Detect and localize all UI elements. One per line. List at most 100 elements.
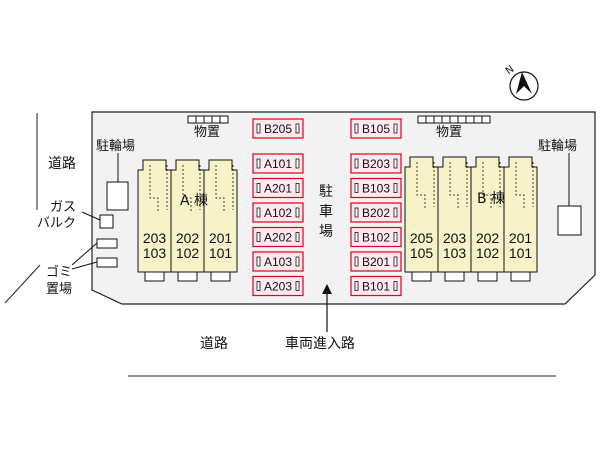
storage-right-cell	[441, 115, 451, 124]
parking-slot: B102	[350, 226, 402, 248]
road-label-bottom: 道路	[200, 336, 228, 352]
wheel-stop	[393, 207, 398, 218]
parking-slot-box	[350, 153, 402, 174]
parking-slot: A102	[252, 202, 304, 223]
building-b-label: B 棟	[477, 191, 505, 207]
storage-left-cell	[203, 115, 213, 124]
wheel-stop	[295, 281, 300, 291]
unit-upper-number: 202	[476, 230, 500, 246]
gas-leader	[81, 211, 101, 221]
wheel-stop	[393, 123, 398, 134]
wheel-stop	[354, 123, 359, 134]
bike-left-box	[106, 181, 129, 211]
unit-balcony	[510, 271, 531, 282]
parking-slot-box	[252, 226, 304, 248]
parking-slot: B205	[252, 118, 304, 139]
storage-right-cell	[425, 115, 435, 124]
parking-slot-label: A201	[264, 182, 292, 196]
gas-label-line2: バルク	[37, 216, 76, 231]
storage-right-cell	[465, 115, 475, 124]
parking-slot: B105	[350, 118, 402, 139]
parking-slot-box	[252, 202, 304, 223]
wheel-stop	[295, 256, 300, 267]
wheel-stop	[354, 232, 359, 242]
trash-leader-1	[71, 242, 98, 266]
parking-slot-box	[350, 226, 402, 248]
trash-box-upper	[96, 238, 118, 249]
wheel-stop	[295, 183, 300, 193]
storage-right-cell	[473, 115, 483, 124]
storage-right-cell	[417, 115, 427, 124]
unit-lower-number: 105	[410, 245, 434, 261]
unit-stair-line	[215, 165, 225, 212]
unit-stair-line	[449, 162, 459, 209]
parking-slot-box	[252, 177, 304, 199]
parking-slot-box	[350, 251, 402, 272]
parking-slot-box	[350, 177, 402, 199]
storage-right-cell	[433, 115, 443, 124]
unit-lower-number: 102	[176, 245, 200, 261]
storage-left-label: 物置	[194, 125, 220, 140]
parking-slot-box	[252, 251, 304, 272]
unit-upper-number: 203	[143, 230, 167, 246]
parking-label-line3: 場	[319, 224, 333, 240]
unit-balcony	[411, 271, 432, 282]
unit-upper-number: 201	[509, 230, 533, 246]
trash-label-line2: 置場	[46, 282, 72, 297]
unit-upper-number: 202	[176, 230, 200, 246]
parking-slot: B201	[350, 251, 402, 272]
unit-stair-line	[182, 165, 192, 212]
parking-slot: A203	[252, 275, 304, 297]
wheel-stop	[295, 123, 300, 134]
unit-upper-number: 201	[209, 230, 233, 246]
parking-slot-box	[252, 275, 304, 297]
wheel-stop	[393, 183, 398, 193]
storage-left-cell	[187, 115, 197, 124]
entrance-arrow-head	[322, 284, 332, 294]
wheel-stop	[256, 256, 261, 267]
wheel-stop	[354, 281, 359, 291]
parking-slot-label: B205	[264, 122, 292, 136]
unit-stair-line	[416, 162, 426, 209]
wheel-stop	[256, 281, 261, 291]
parking-slot: B203	[350, 153, 402, 174]
wheel-stop	[295, 232, 300, 242]
compass-icon: N	[504, 64, 539, 101]
unit-upper-number: 205	[410, 230, 434, 246]
wheel-stop	[256, 183, 261, 193]
parking-slot-box	[350, 202, 402, 223]
parking-slot: A101	[252, 153, 304, 174]
parking-slot-label: B203	[362, 157, 390, 171]
trash-leader-2	[71, 261, 98, 270]
unit-stair-line	[482, 162, 492, 209]
trash-box-lower	[96, 257, 118, 268]
parking-label-line2: 車	[319, 203, 333, 220]
wheel-stop	[256, 123, 261, 134]
building-a-label: A 棟	[180, 193, 208, 209]
wheel-stop	[393, 158, 398, 169]
parking-slot-label: B103	[362, 182, 390, 196]
parking-slot-box	[252, 153, 304, 174]
parking-slot-label: B105	[362, 122, 390, 136]
wheel-stop	[354, 158, 359, 169]
parking-slot-label: B101	[362, 280, 390, 294]
wheel-stop	[354, 207, 359, 218]
parking-slot: A103	[252, 251, 304, 272]
storage-right-label: 物置	[436, 125, 462, 140]
wheel-stop	[393, 232, 398, 242]
parking-slot-label: A102	[264, 206, 292, 220]
unit-upper-number: 203	[443, 230, 467, 246]
parking-slot-box	[252, 118, 304, 139]
parking-slot: B202	[350, 202, 402, 223]
parking-slot-label: B202	[362, 206, 390, 220]
parking-slot-label: A103	[264, 255, 292, 269]
entrance-label: 車両進入路	[285, 335, 355, 352]
parking-top-row: B205 B105	[252, 118, 402, 139]
unit-balcony	[210, 271, 231, 282]
